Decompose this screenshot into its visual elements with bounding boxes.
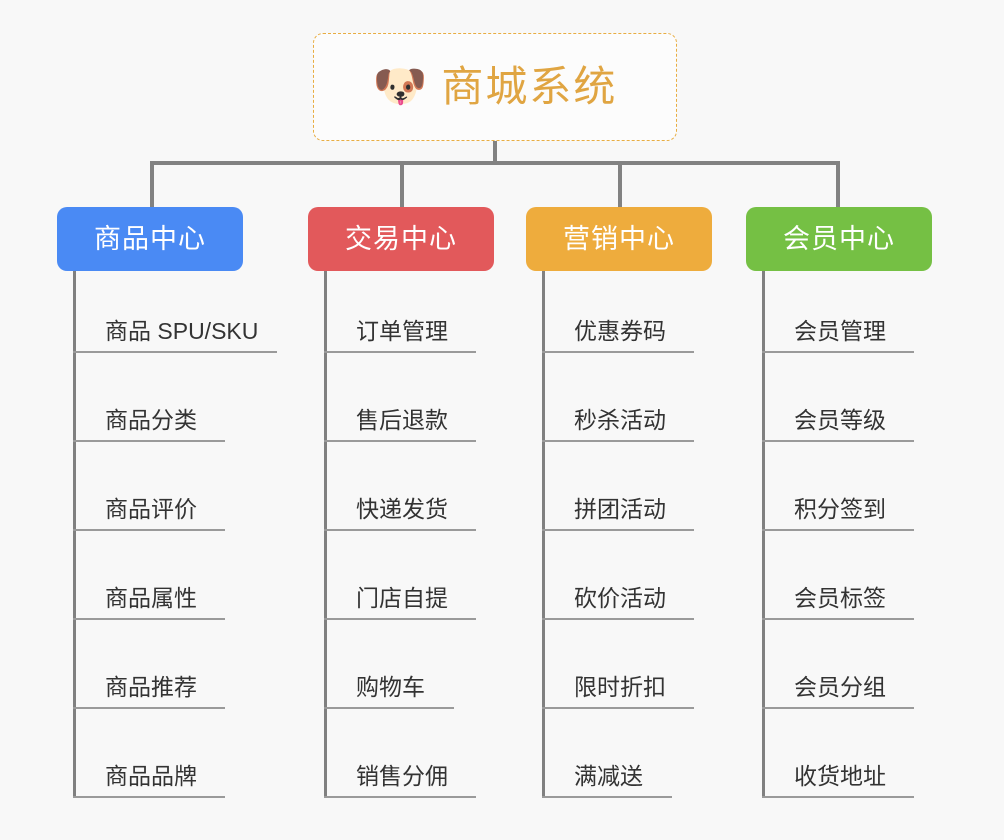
leaf-label: 商品属性	[105, 585, 197, 611]
leaf-label: 会员管理	[794, 318, 886, 344]
leaf-label: 会员等级	[794, 407, 886, 433]
leaf-label: 秒杀活动	[574, 407, 666, 433]
leaf-item[interactable]: 会员标签	[762, 538, 914, 620]
connector-drop-member-center	[836, 161, 840, 207]
leaf-spine	[73, 271, 76, 798]
leaf-item[interactable]: 积分签到	[762, 449, 914, 531]
category-box-member-center[interactable]: 会员中心	[746, 207, 932, 271]
category-label: 营销中心	[563, 223, 675, 254]
category-box-trade-center[interactable]: 交易中心	[308, 207, 494, 271]
leaf-item[interactable]: 会员等级	[762, 360, 914, 442]
root-node[interactable]: 🐶 商城系统	[313, 33, 677, 141]
leaf-item[interactable]: 会员管理	[762, 271, 914, 353]
leaf-item[interactable]: 售后退款	[324, 360, 476, 442]
category-label: 会员中心	[783, 223, 895, 254]
leaf-item[interactable]: 砍价活动	[542, 538, 694, 620]
leaf-item[interactable]: 商品 SPU/SKU	[73, 271, 277, 353]
leaf-label: 商品品牌	[105, 763, 197, 789]
leaf-item[interactable]: 限时折扣	[542, 627, 694, 709]
leaf-item[interactable]: 会员分组	[762, 627, 914, 709]
leaf-item[interactable]: 拼团活动	[542, 449, 694, 531]
leaf-item[interactable]: 商品评价	[73, 449, 225, 531]
leaf-label: 快递发货	[356, 496, 448, 522]
leaf-item[interactable]: 收货地址	[762, 716, 914, 798]
category-label: 商品中心	[94, 223, 206, 254]
category-box-product-center[interactable]: 商品中心	[57, 207, 243, 271]
leaf-item[interactable]: 购物车	[324, 627, 454, 709]
leaf-item[interactable]: 商品属性	[73, 538, 225, 620]
connector-horizontal-bus	[150, 161, 838, 165]
leaf-label: 购物车	[356, 674, 425, 700]
connector-root-stem	[493, 141, 497, 163]
leaf-item[interactable]: 商品推荐	[73, 627, 225, 709]
leaf-item[interactable]: 快递发货	[324, 449, 476, 531]
leaf-label: 商品评价	[105, 496, 197, 522]
connector-drop-marketing-center	[618, 161, 622, 207]
leaf-item[interactable]: 秒杀活动	[542, 360, 694, 442]
leaf-label: 销售分佣	[356, 763, 448, 789]
leaf-label: 售后退款	[356, 407, 448, 433]
root-title: 商城系统	[441, 63, 618, 110]
connector-drop-trade-center	[400, 161, 404, 207]
leaf-label: 会员分组	[794, 674, 886, 700]
leaf-label: 会员标签	[794, 585, 886, 611]
leaf-label: 商品 SPU/SKU	[105, 318, 259, 344]
leaf-label: 拼团活动	[574, 496, 666, 522]
leaf-label: 商品推荐	[105, 674, 197, 700]
leaf-spine	[762, 271, 765, 798]
leaf-label: 商品分类	[105, 407, 197, 433]
leaf-label: 订单管理	[356, 318, 448, 344]
connector-drop-product-center	[150, 161, 154, 207]
leaf-label: 积分签到	[794, 496, 886, 522]
leaf-spine	[542, 271, 545, 798]
leaf-label: 收货地址	[794, 763, 886, 789]
shiba-dog-face-icon: 🐶	[372, 62, 428, 111]
leaf-item[interactable]: 销售分佣	[324, 716, 476, 798]
leaf-label: 优惠券码	[574, 318, 666, 344]
leaf-spine	[324, 271, 327, 798]
leaf-item[interactable]: 优惠券码	[542, 271, 694, 353]
leaf-label: 满减送	[574, 763, 643, 789]
leaf-item[interactable]: 订单管理	[324, 271, 476, 353]
leaf-label: 门店自提	[356, 585, 448, 611]
category-box-marketing-center[interactable]: 营销中心	[526, 207, 712, 271]
leaf-item[interactable]: 商品分类	[73, 360, 225, 442]
leaf-item[interactable]: 门店自提	[324, 538, 476, 620]
leaf-label: 限时折扣	[574, 674, 666, 700]
leaf-item[interactable]: 商品品牌	[73, 716, 225, 798]
category-label: 交易中心	[345, 223, 457, 254]
leaf-label: 砍价活动	[574, 585, 666, 611]
leaf-item[interactable]: 满减送	[542, 716, 672, 798]
